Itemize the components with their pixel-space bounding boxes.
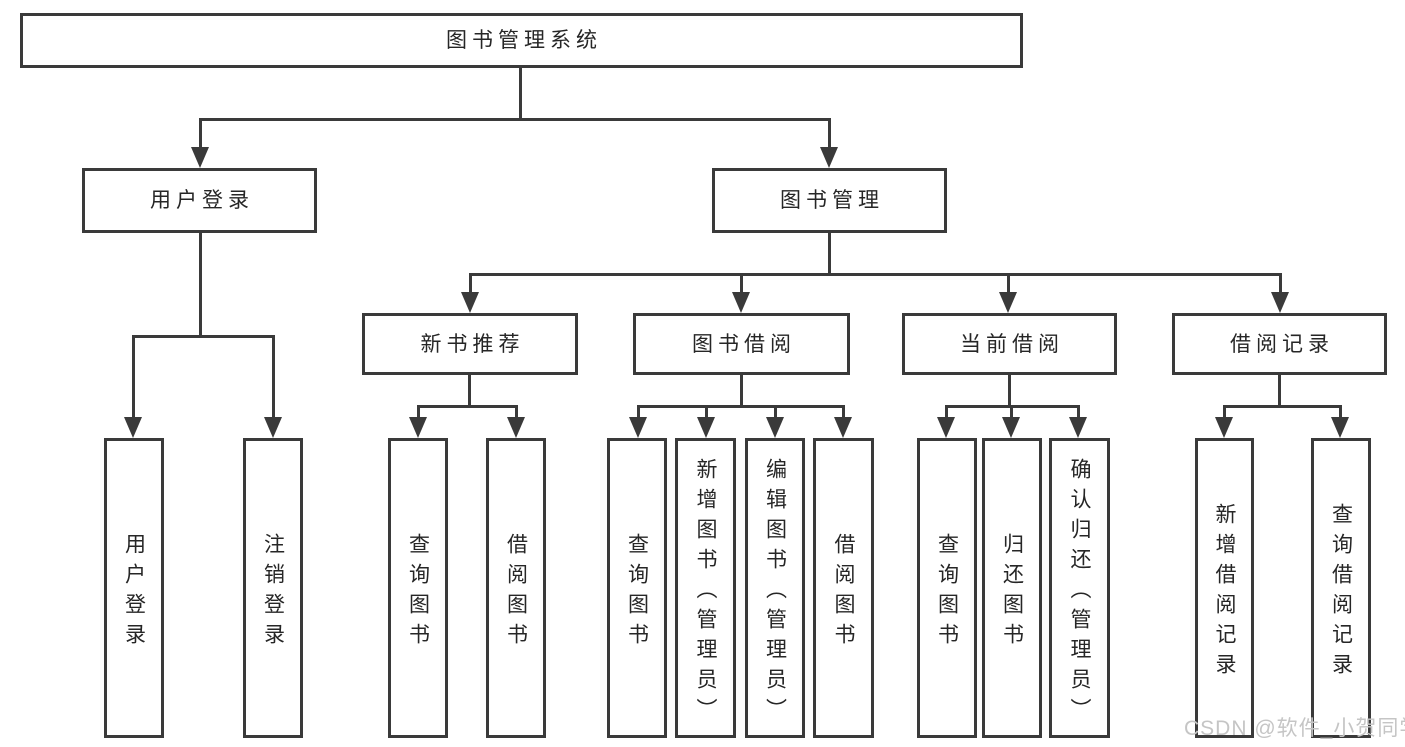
connector-line [740,375,743,408]
node-current-borrowing: 当前借阅 [902,313,1117,375]
arrowhead-down-icon [507,417,525,438]
node-library-management-system: 图书管理系统 [20,13,1023,68]
connector-line [1339,405,1342,421]
connector-line [417,405,420,421]
node-label: 图书借阅 [692,332,796,356]
arrowhead-down-icon [1002,417,1020,438]
connector-line [945,405,948,421]
connector-line [417,405,518,408]
arrowhead-down-icon [1069,417,1087,438]
connector-line [1223,405,1342,408]
arrowhead-down-icon [629,417,647,438]
arrowhead-down-icon [999,292,1017,313]
connector-line [1077,405,1080,421]
node-label: 查询借阅记录 [1329,502,1353,683]
arrowhead-down-icon [766,417,784,438]
leaf-bb-query-books: 查询图书 [607,438,667,738]
leaf-user-login: 用户登录 [104,438,164,738]
leaf-bb-edit-books-admin: 编辑图书（管理员） [745,438,805,738]
node-label: 确认归还（管理员） [1068,457,1091,728]
connector-line [519,66,522,121]
node-label: 编辑图书（管理员） [763,457,787,728]
node-label: 借阅记录 [1230,332,1334,356]
node-new-book-recommend: 新书推荐 [362,313,578,375]
connector-line [637,405,640,421]
connector-line [774,405,777,421]
node-label: 新增图书（管理员） [694,457,717,728]
connector-line [705,405,708,421]
connector-line [740,273,743,296]
node-book-borrowing: 图书借阅 [633,313,850,375]
connector-line [1223,405,1226,421]
connector-line [828,233,831,276]
arrowhead-down-icon [1271,292,1289,313]
arrowhead-down-icon [461,292,479,313]
node-borrowing-records: 借阅记录 [1172,313,1387,375]
arrowhead-down-icon [697,417,715,438]
node-label: 当前借阅 [960,332,1064,356]
arrowhead-down-icon [124,417,142,438]
connector-line [469,273,472,296]
leaf-nbr-query-books: 查询图书 [388,438,448,738]
connector-line [1279,273,1282,296]
node-label: 查询图书 [935,532,959,653]
leaf-logout-login: 注销登录 [243,438,303,738]
connector-line [637,405,844,408]
arrowhead-down-icon [937,417,955,438]
leaf-br-add-borrow-record: 新增借阅记录 [1195,438,1254,738]
connector-line [515,405,518,421]
node-label: 用户登录 [150,189,254,212]
node-label: 查询图书 [406,532,430,653]
arrowhead-down-icon [409,417,427,438]
leaf-bb-add-books-admin: 新增图书（管理员） [675,438,736,738]
node-label: 用户登录 [122,532,146,653]
connector-line [199,118,831,121]
leaf-bb-borrow-books: 借阅图书 [813,438,874,738]
node-label: 新书推荐 [420,332,525,356]
connector-line [272,335,275,420]
arrowhead-down-icon [264,417,282,438]
arrowhead-down-icon [1331,417,1349,438]
arrowhead-down-icon [820,147,838,168]
leaf-br-query-borrow-record: 查询借阅记录 [1311,438,1371,738]
leaf-cb-return-books: 归还图书 [982,438,1042,738]
connector-line [132,335,135,420]
arrowhead-down-icon [1215,417,1233,438]
leaf-cb-query-books: 查询图书 [917,438,977,738]
node-label: 注销登录 [261,532,285,653]
connector-line [1007,273,1010,296]
node-user-login: 用户登录 [82,168,317,233]
node-label: 新增借阅记录 [1213,502,1236,683]
node-label: 图书管理系统 [446,29,602,52]
arrowhead-down-icon [834,417,852,438]
connector-line [842,405,845,421]
connector-line [132,335,275,338]
connector-line [828,118,831,150]
leaf-nbr-borrow-books: 借阅图书 [486,438,546,738]
leaf-cb-confirm-return-admin: 确认归还（管理员） [1049,438,1110,738]
connector-line [1010,405,1013,421]
node-label: 借阅图书 [832,532,855,653]
connector-line [1008,375,1011,408]
connector-line [469,273,1282,276]
node-label: 归还图书 [1000,532,1024,653]
arrowhead-down-icon [732,292,750,313]
connector-line [468,375,471,408]
arrowhead-down-icon [191,147,209,168]
node-label: 图书管理 [780,189,884,212]
connector-line [1278,375,1281,408]
node-label: 查询图书 [625,532,649,653]
connector-line [199,233,202,338]
node-book-management: 图书管理 [712,168,947,233]
connector-line [199,118,202,150]
node-label: 借阅图书 [504,532,528,653]
csdn-watermark: CSDN @软件_小贺同学 [1184,717,1405,740]
